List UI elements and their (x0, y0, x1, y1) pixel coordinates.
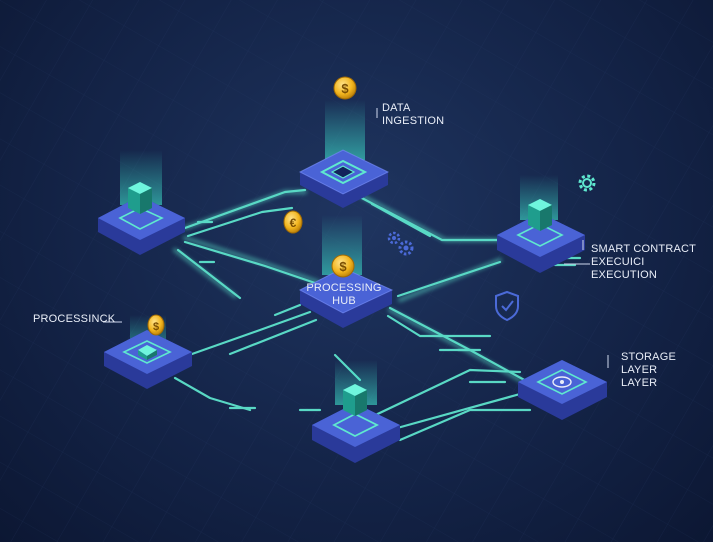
label-storage-layer: STORAGE LAYER LAYER (621, 351, 676, 389)
svg-text:$: $ (341, 81, 349, 96)
svg-text:$: $ (153, 321, 159, 333)
dollar-coin-icon: $ (331, 254, 355, 278)
node-smart-contract (497, 199, 585, 273)
node-bottom-center (312, 384, 400, 463)
gear-icon (578, 174, 596, 192)
storage-icon (552, 376, 572, 388)
connectors (173, 188, 582, 442)
node-processing-hub (298, 267, 394, 328)
node-validator-upper-left (98, 182, 185, 255)
label-smart-contract: SMART CONTRACT EXECUICI EXECUTION (591, 243, 697, 281)
label-processing-hub: PROCESSING HUB (306, 282, 382, 307)
dollar-coin-icon: $ (147, 314, 165, 336)
gears-icon (387, 231, 414, 256)
server-cube-icon (528, 199, 552, 231)
node-data-ingestion (298, 149, 390, 208)
svg-text:€: € (290, 216, 297, 230)
node-storage-layer (518, 360, 607, 420)
svg-text:$: $ (339, 259, 347, 274)
chip-icon (138, 345, 157, 360)
shield-icon (495, 290, 519, 322)
dollar-coin-icon: $ (333, 76, 357, 100)
server-cube-icon (343, 384, 367, 416)
label-data-ingestion: DATA INGESTION (382, 102, 445, 127)
node-processing-left (104, 330, 192, 389)
label-processsinck: PROCESSINCK (33, 313, 116, 325)
label-leaders (103, 108, 609, 368)
server-cube-icon (128, 182, 152, 214)
euro-coin-icon: € (283, 210, 303, 234)
